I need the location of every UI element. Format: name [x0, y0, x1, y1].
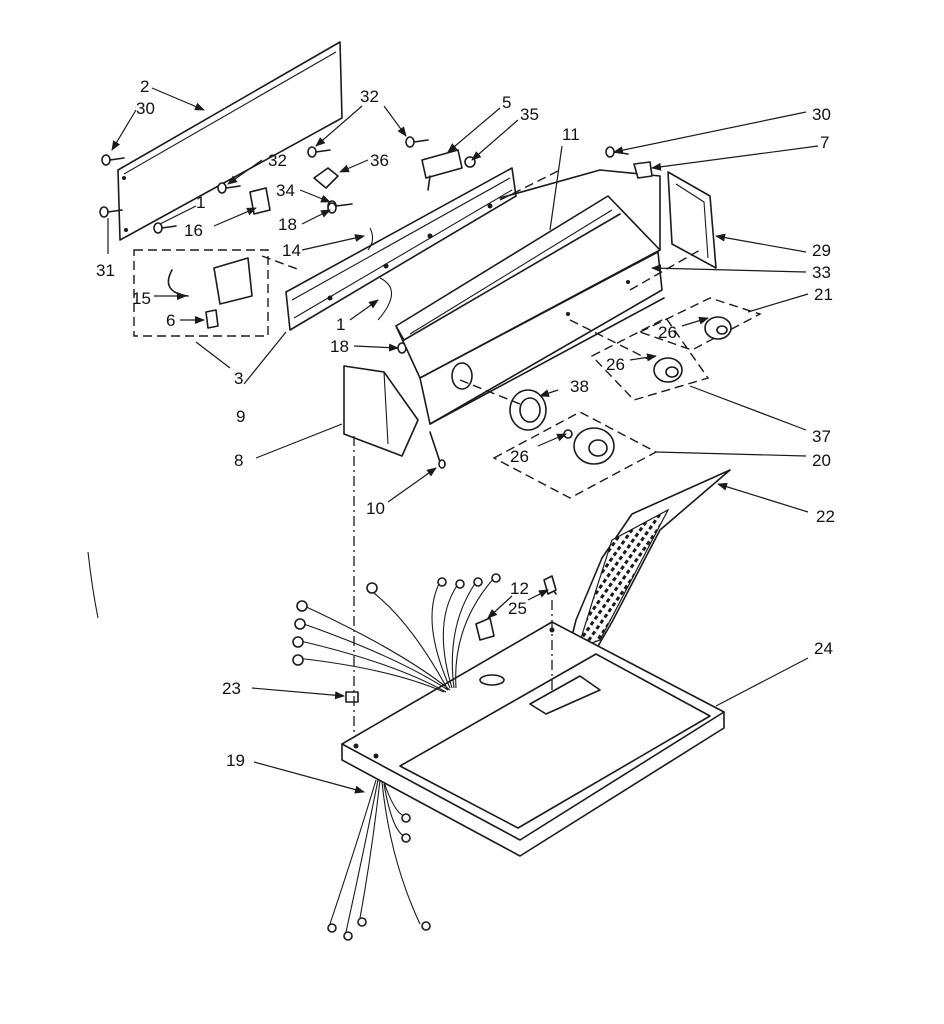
- label-18-lower: 18: [330, 337, 349, 356]
- label-19: 19: [226, 751, 245, 770]
- label-24: 24: [814, 639, 833, 658]
- label-36: 36: [370, 151, 389, 170]
- label-32-left: 32: [268, 151, 287, 170]
- screw-31: [99, 206, 123, 218]
- part-labels: 2 30 31 1 16 32 32 36 34 18 14 5 35 11 3…: [96, 77, 835, 770]
- label-23: 23: [222, 679, 241, 698]
- screw-10: [429, 431, 446, 469]
- label-22: 22: [816, 507, 835, 526]
- console-top: [395, 169, 661, 379]
- knob-group-21: [638, 297, 762, 351]
- alignment-lines: [261, 169, 701, 736]
- label-25: 25: [508, 599, 527, 618]
- rear-panel: [117, 41, 343, 241]
- console-end-cap: [343, 365, 419, 457]
- label-18-upper: 18: [278, 215, 297, 234]
- part-36-switch: [313, 167, 339, 189]
- label-14: 14: [282, 241, 301, 260]
- part-25-screw: [543, 575, 557, 595]
- lint-screen: [565, 469, 731, 661]
- timer-assembly-box: [133, 249, 269, 337]
- wire-harness-upper: [292, 573, 501, 693]
- part-5-thermostat: [421, 149, 476, 191]
- screw-32-top: [307, 146, 331, 158]
- wire-harness-lower: [327, 779, 431, 941]
- label-37: 37: [812, 427, 831, 446]
- label-38: 38: [570, 377, 589, 396]
- label-6: 6: [166, 311, 175, 330]
- label-5: 5: [502, 93, 511, 112]
- label-35: 35: [520, 105, 539, 124]
- screw-32-right: [405, 136, 429, 148]
- label-34: 34: [276, 181, 295, 200]
- ring-38: [509, 389, 547, 431]
- label-33: 33: [812, 263, 831, 282]
- console-front: [419, 251, 665, 425]
- label-1-upper: 1: [196, 193, 205, 212]
- label-30-right: 30: [812, 105, 831, 124]
- part-12-clip: [475, 617, 495, 641]
- screw-32-left: [217, 182, 241, 194]
- label-12: 12: [510, 579, 529, 598]
- label-20: 20: [812, 451, 831, 470]
- leader-lines: [107, 87, 819, 794]
- label-10: 10: [366, 499, 385, 518]
- label-11: 11: [562, 125, 580, 144]
- screw-1-upper: [153, 222, 177, 234]
- edge-mark: [87, 551, 99, 619]
- label-26-top: 26: [658, 323, 677, 342]
- top-panel: [341, 621, 725, 857]
- label-32-top: 32: [360, 87, 379, 106]
- right-end-cap: [667, 171, 717, 269]
- label-8: 8: [234, 451, 243, 470]
- label-26-middle: 26: [606, 355, 625, 374]
- knob-group-37: [590, 317, 710, 401]
- label-21: 21: [814, 285, 833, 304]
- part-7-clip: [633, 161, 653, 179]
- wire-14: [367, 227, 393, 321]
- label-31: 31: [96, 261, 115, 280]
- label-7: 7: [820, 133, 829, 152]
- screw-30-right: [605, 146, 629, 158]
- control-bracket: [285, 167, 517, 331]
- label-26-bottom: 26: [510, 447, 529, 466]
- label-2: 2: [140, 77, 149, 96]
- label-30-left: 30: [136, 99, 155, 118]
- part-23-clip: [345, 691, 359, 703]
- screw-30-left: [101, 154, 125, 166]
- label-9: 9: [236, 407, 245, 426]
- screw-18-upper: [327, 202, 337, 214]
- label-3: 3: [234, 369, 243, 388]
- label-1-lower: 1: [336, 315, 345, 334]
- part-16-clip: [249, 187, 271, 215]
- label-16: 16: [184, 221, 203, 240]
- label-15: 15: [132, 289, 151, 308]
- label-29: 29: [812, 241, 831, 260]
